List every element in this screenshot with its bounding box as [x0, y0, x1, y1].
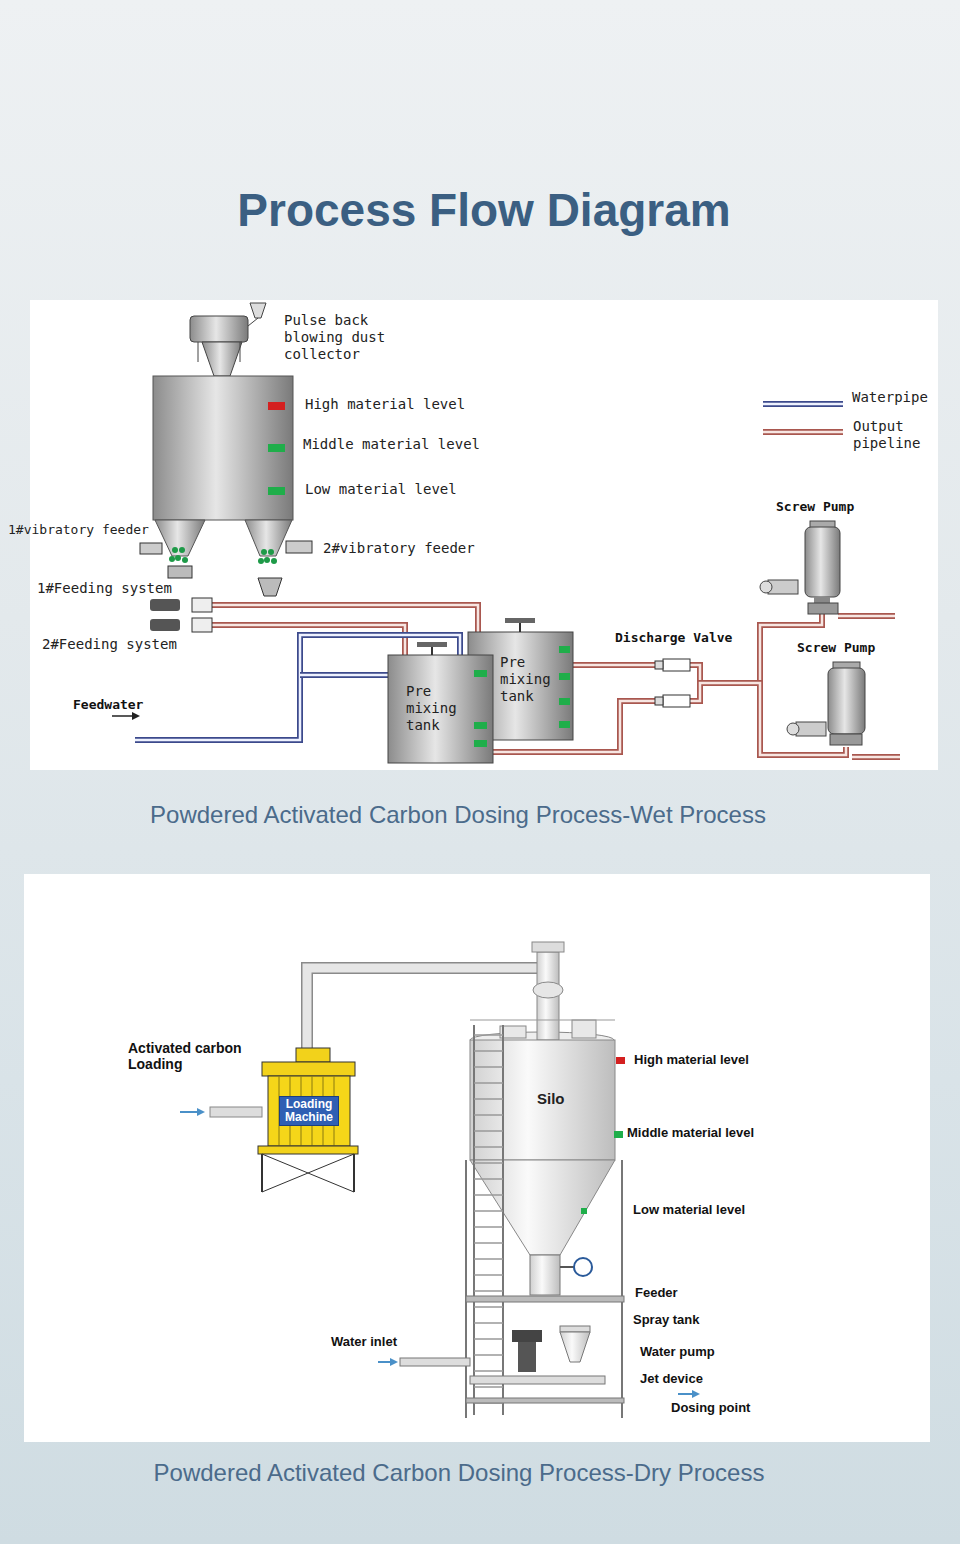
level-label: High material level [634, 1052, 749, 1068]
callout-label: Pulse back blowing dust collector [284, 312, 396, 363]
outlet-label: Dosing point [671, 1400, 750, 1416]
legend-label: Waterpipe [852, 389, 928, 406]
callout-label: Spray tank [633, 1312, 699, 1328]
level-label: Middle material level [627, 1125, 754, 1141]
silo-label: Silo [537, 1090, 565, 1108]
diagram-caption: Powdered Activated Carbon Dosing Process… [0, 801, 916, 829]
callout-label: Jet device [640, 1371, 703, 1387]
callout-label: 2#Feeding system [42, 636, 177, 653]
valve-label: Discharge Valve [615, 630, 732, 646]
screw-pump: Screw Pump [770, 497, 890, 612]
pipe-connector [573, 665, 846, 755]
tank-label: Pre mixing tank [500, 654, 556, 705]
mixing-tank: Pre mixing tank [388, 655, 493, 763]
callout-label: Water pump [640, 1344, 715, 1360]
legend-label: Output pipeline [853, 418, 927, 452]
diagram-title: Process Flow Diagram [8, 184, 960, 236]
mixing-tank: Pre mixing tank [468, 632, 573, 740]
callout-label: 1#vibratory feeder [8, 522, 149, 538]
level-label: Low material level [633, 1202, 745, 1218]
level-label: High material level [305, 396, 465, 413]
pump-heading: Screw Pump [776, 499, 854, 515]
callout-label: Feeder [635, 1285, 678, 1301]
inlet-label: Feedwater [73, 697, 143, 713]
loading-machine: Activated carbon LoadingLoading Machine [262, 1062, 355, 1150]
callout-label: 2#vibratory feeder [323, 540, 475, 557]
level-label: Low material level [305, 481, 457, 498]
diagram-caption: Powdered Activated Carbon Dosing Process… [0, 1459, 918, 1487]
screw-pump: Screw Pump [790, 637, 905, 747]
inlet-label: Water inlet [331, 1334, 397, 1350]
tank-label: Pre mixing tank [406, 683, 462, 734]
machine-heading: Activated carbon Loading [128, 1040, 258, 1072]
machine-nameplate: Loading Machine [279, 1096, 339, 1126]
silo: Silo [470, 1040, 615, 1160]
pump-heading: Screw Pump [797, 640, 875, 656]
callout-label: 1#Feeding system [37, 580, 172, 597]
level-label: Middle material level [303, 436, 480, 453]
